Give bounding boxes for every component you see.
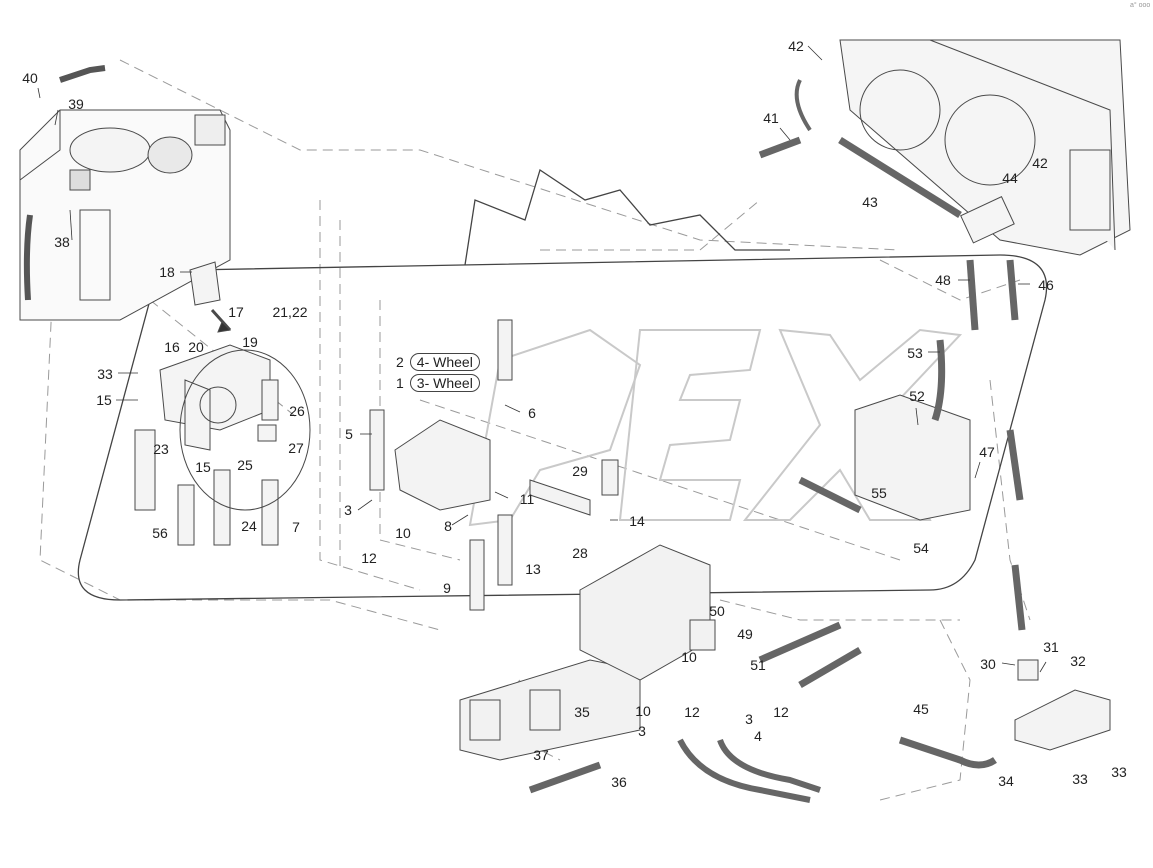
part-callout-39: 39 [68,96,84,112]
hydraulic-tank [19,65,231,321]
part-callout-16: 16 [164,339,180,355]
priority-valve-block [369,319,619,611]
part-callout-11: 11 [519,491,535,507]
part-callout-54: 54 [913,540,929,556]
part-callout-52: 52 [909,388,925,404]
part-callout-7: 7 [292,519,300,535]
part-callout-23: 23 [153,441,169,457]
part-callout-28: 28 [572,545,588,561]
variant-4-wheel: 2 4- Wheel [396,353,480,371]
part-callout-33: 33 [97,366,113,382]
part-callout-3: 3 [745,711,753,727]
part-callout-38: 38 [54,234,70,250]
part-callout-41: 41 [763,110,779,126]
part-callout-30: 30 [980,656,996,672]
part-callout-33: 33 [1111,764,1127,780]
part-callout-33: 33 [1072,771,1088,787]
part-callout-36: 36 [611,774,627,790]
part-callout-12: 12 [773,704,789,720]
part-callout-5: 5 [345,426,353,442]
part-callout-19: 19 [242,334,258,350]
part-callout-42: 42 [788,38,804,54]
part-callout-6: 6 [528,405,536,421]
part-callout-18: 18 [159,264,175,280]
part-callout-45: 45 [913,701,929,717]
part-callout-27: 27 [288,440,304,456]
part-callout-15: 15 [195,459,211,475]
part-callout-24: 24 [241,518,257,534]
part-callout-40: 40 [22,70,38,86]
part-callout-35: 35 [574,704,590,720]
part-callout-12: 12 [361,550,377,566]
part-callout-4: 4 [754,728,762,744]
part-callout-20: 20 [188,339,204,355]
variant-3-wheel: 1 3- Wheel [396,374,480,392]
part-callout-47: 47 [979,444,995,460]
part-callout-10: 10 [395,525,411,541]
variant-name: 3- Wheel [409,374,480,392]
part-callout-25: 25 [237,457,253,473]
part-callout-46: 46 [1038,277,1054,293]
part-callout-44: 44 [1002,170,1018,186]
variant-number: 2 [396,354,404,370]
part-callout-26: 26 [289,403,305,419]
part-callout-8: 8 [444,518,452,534]
variant-name: 4- Wheel [409,353,480,371]
part-callout-29: 29 [572,463,588,479]
part-callout-53: 53 [907,345,923,361]
part-callout-10: 10 [635,703,651,719]
bottom-right-manifold [898,659,1111,769]
part-callout-17: 17 [228,304,244,320]
part-callout-56: 56 [152,525,168,541]
part-callout-32: 32 [1070,653,1086,669]
leader-lines [37,45,1047,673]
steering-valve-assembly [134,261,311,546]
part-callout-43: 43 [862,194,878,210]
part-callout-37: 37 [533,747,549,763]
part-callout-31: 31 [1043,639,1059,655]
part-callout-3: 3 [638,723,646,739]
right-manifold [798,259,1026,631]
part-callout-48: 48 [935,272,951,288]
part-callout-55: 55 [871,485,887,501]
part-callout-21-22: 21,22 [272,304,308,320]
variant-number: 1 [396,375,404,391]
part-callout-14: 14 [629,513,645,529]
part-callout-51: 51 [750,657,766,673]
main-pump-assembly [459,544,862,803]
part-callout-42: 42 [1032,155,1048,171]
part-callout-10: 10 [681,649,697,665]
part-callout-9: 9 [443,580,451,596]
oil-cooler [758,39,1131,256]
part-callout-3: 3 [344,502,352,518]
part-callout-34: 34 [998,773,1014,789]
corner-mark: a° ooo [1130,2,1151,9]
part-callout-49: 49 [737,626,753,642]
part-callout-13: 13 [525,561,541,577]
part-callout-50: 50 [709,603,725,619]
part-callout-15: 15 [96,392,112,408]
part-callout-12: 12 [684,704,700,720]
